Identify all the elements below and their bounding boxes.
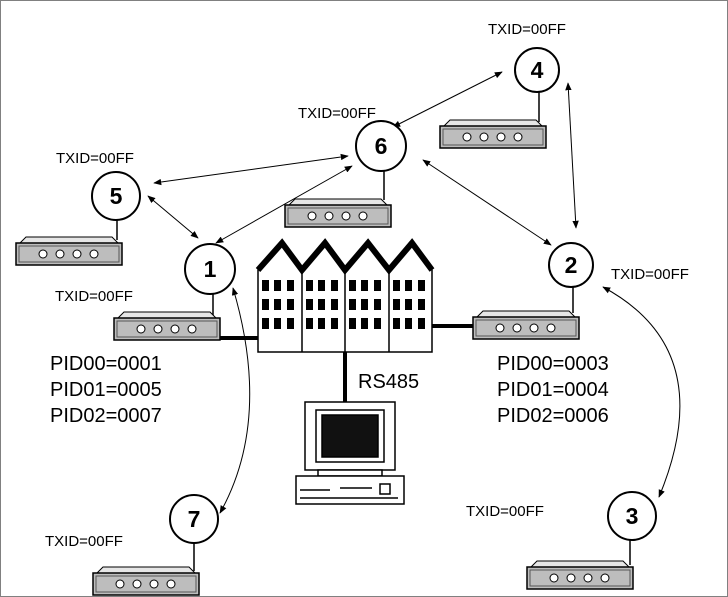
modem-node-2 [472,310,580,340]
window-icon [274,299,281,310]
window-icon [374,318,381,329]
window-icon [361,318,368,329]
node-1-number: 1 [204,256,217,282]
modem-node-7 [92,566,200,596]
modem-node-4 [439,119,547,149]
window-icon [331,280,338,291]
window-icon [262,299,269,310]
building-windows [262,280,425,329]
node-5-number: 5 [110,183,123,209]
window-icon [262,280,269,291]
window-icon [418,318,425,329]
node-6-number: 6 [375,133,388,159]
modem-node-5 [15,236,123,266]
modem-node-6 [284,198,392,228]
window-icon [306,280,313,291]
window-icon [405,280,412,291]
window-icon [318,280,325,291]
building-icon [255,238,435,353]
node-3-number: 3 [626,503,639,529]
window-icon [262,318,269,329]
node-7-number: 7 [188,506,201,532]
window-icon [418,299,425,310]
node-1-pid00: PID00=0001 [50,353,162,375]
window-icon [405,299,412,310]
window-icon [318,318,325,329]
window-icon [393,318,400,329]
window-icon [306,299,313,310]
window-icon [393,280,400,291]
window-icon [349,299,356,310]
modem-node-1 [113,311,221,341]
node-2-number: 2 [565,252,578,278]
window-icon [361,280,368,291]
window-icon [418,280,425,291]
window-icon [349,280,356,291]
window-icon [331,299,338,310]
window-icon [331,318,338,329]
window-icon [287,318,294,329]
computer-icon [295,401,405,505]
link-arrows [147,71,681,514]
bus-label: RS485 [358,371,419,393]
window-icon [393,299,400,310]
node-1-pid02: PID02=0007 [50,405,162,427]
node-6-circle: 6 [355,120,407,200]
node-6-txid: TXID=00FF [298,105,376,122]
node-1-circle: 1 [184,243,236,316]
node-7-circle: 7 [169,494,219,571]
node-7-txid: TXID=00FF [45,533,123,550]
node-2-pid01: PID01=0004 [497,379,609,401]
modem-node-3 [526,560,634,590]
window-icon [361,299,368,310]
window-icon [374,299,381,310]
node-3-circle: 3 [607,491,657,565]
node-3-txid: TXID=00FF [466,503,544,520]
window-icon [374,280,381,291]
window-icon [287,299,294,310]
window-icon [287,280,294,291]
node-5-txid: TXID=00FF [56,150,134,167]
node-2-pid00: PID00=0003 [497,353,609,375]
node-2-circle: 2 [548,242,594,313]
window-icon [405,318,412,329]
node-5-circle: 5 [91,171,141,240]
node-2-pid02: PID02=0006 [497,405,609,427]
node-4-circle: 4 [514,47,560,122]
window-icon [274,318,281,329]
node-2-txid: TXID=00FF [611,266,689,283]
window-icon [306,318,313,329]
node-1-pid01: PID01=0005 [50,379,162,401]
node-4-number: 4 [531,57,544,83]
node-4-txid: TXID=00FF [488,21,566,38]
window-icon [349,318,356,329]
window-icon [318,299,325,310]
window-icon [274,280,281,291]
node-1-txid: TXID=00FF [55,288,133,305]
